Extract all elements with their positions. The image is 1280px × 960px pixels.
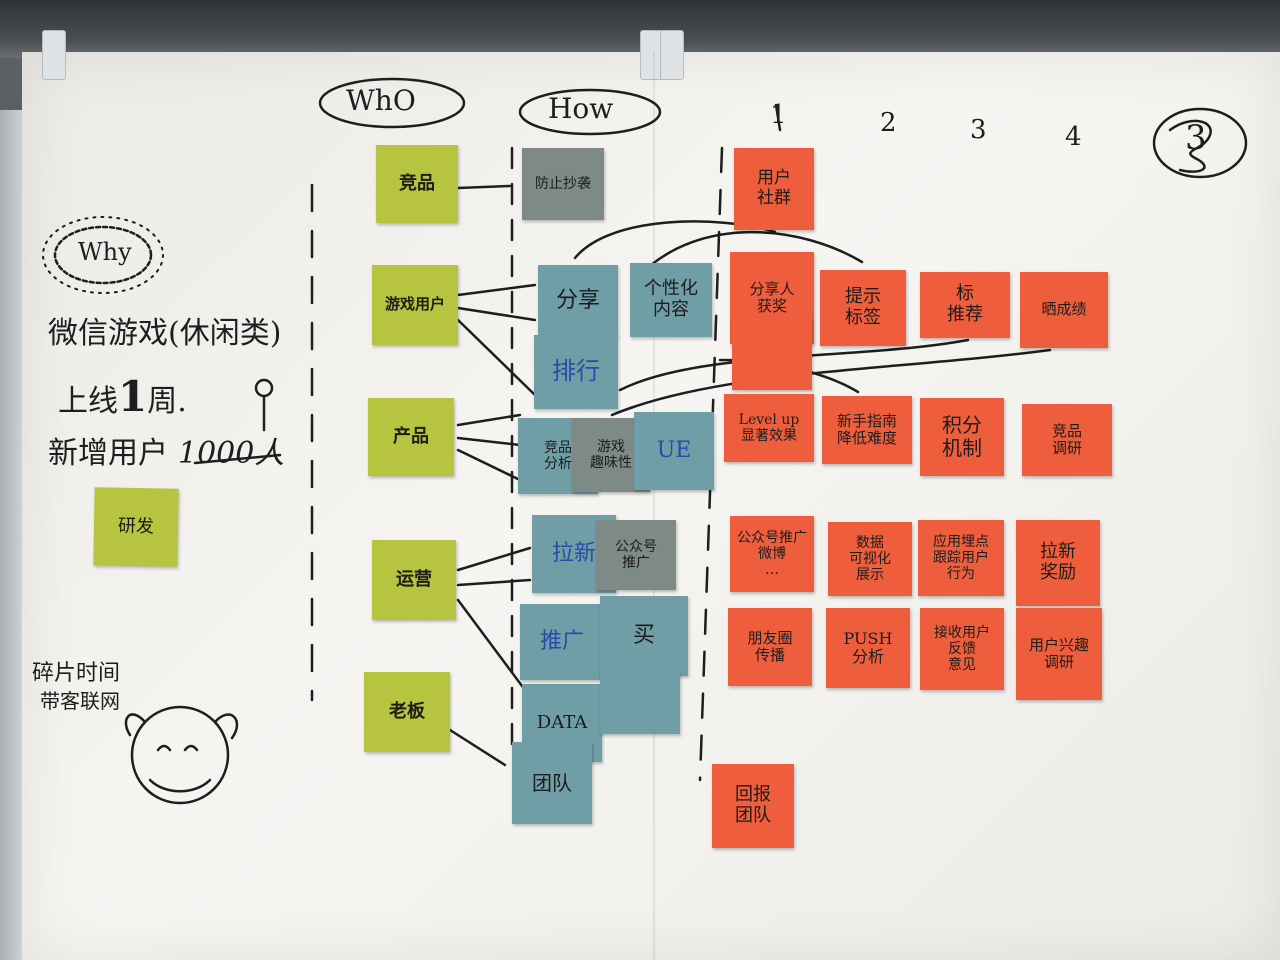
what-note-weibo: 公众号推广 微博 … — [730, 516, 814, 592]
how-note-blank — [600, 672, 680, 734]
how-note-public-account: 公众号 推广 — [596, 520, 676, 590]
column-1-label: 1 — [770, 100, 787, 130]
how-header: How — [548, 92, 614, 125]
column-2-label: 2 — [880, 108, 897, 138]
paper-seam — [653, 52, 655, 960]
what-note-visualization: 数据 可视化 展示 — [828, 522, 912, 596]
why-badge: Why — [78, 238, 132, 266]
what-note-show-score: 晒成绩 — [1020, 272, 1108, 348]
how-note-ranking: 排行 — [534, 335, 618, 409]
what-note-community: 用户 社群 — [734, 148, 814, 230]
who-note-game-users: 游戏用户 — [372, 265, 458, 345]
what-note-interest-research: 用户兴趣 调研 — [1016, 608, 1102, 700]
circled-number: 3 — [1185, 118, 1207, 158]
who-note-product: 产品 — [368, 398, 454, 476]
what-note-moments: 朋友圈 传播 — [728, 608, 812, 686]
paper-clip — [42, 30, 66, 80]
what-note-pull-new-reward: 拉新 奖励 — [1016, 520, 1100, 606]
window — [0, 110, 24, 960]
what-note-push-analysis: PUSH 分析 — [826, 608, 910, 688]
what-note-level-up: Level up 显著效果 — [724, 394, 814, 462]
side-note-line1: 碎片时间 — [32, 661, 121, 686]
side-note-line2: 带客联网 — [40, 689, 120, 713]
how-note-share: 分享 — [538, 265, 618, 337]
who-note-operations: 运营 — [372, 540, 456, 620]
what-note-feedback: 接收用户 反馈 意见 — [920, 608, 1004, 690]
why-goal-line1: 微信游戏(休闲类) — [48, 316, 282, 351]
how-note-personalized: 个性化 内容 — [630, 263, 712, 337]
flipchart-paper — [22, 52, 1280, 960]
what-note-recommend: 标 推荐 — [920, 272, 1010, 338]
column-3-label: 3 — [970, 115, 987, 145]
how-note-prevent-copy: 防止抄袭 — [522, 148, 604, 220]
how-note-buy: 买 — [600, 596, 688, 676]
why-goal-line2: 上线1周. — [58, 372, 187, 421]
how-note-promotion: 推广 — [520, 604, 604, 680]
what-note-tracking: 应用埋点 跟踪用户 行为 — [918, 520, 1004, 596]
sticky-note-rnd: 研发 — [93, 487, 179, 567]
who-header: WhO — [346, 84, 416, 117]
how-note-ue: UE — [634, 412, 714, 490]
who-note-boss: 老板 — [364, 672, 450, 752]
what-note-beginner-guide: 新手指南 降低难度 — [822, 396, 912, 464]
how-note-team: 团队 — [512, 742, 592, 824]
what-note-competitor-research: 竞品 调研 — [1022, 404, 1112, 476]
what-note-stacked — [732, 318, 812, 390]
what-note-hint-tags: 提示 标签 — [820, 270, 906, 346]
who-note-competitor: 竞品 — [376, 145, 458, 223]
what-note-reward-team: 回报 团队 — [712, 764, 794, 848]
paper-clip — [660, 30, 684, 80]
what-note-points: 积分 机制 — [920, 398, 1004, 476]
column-4-label: 4 — [1065, 122, 1082, 152]
